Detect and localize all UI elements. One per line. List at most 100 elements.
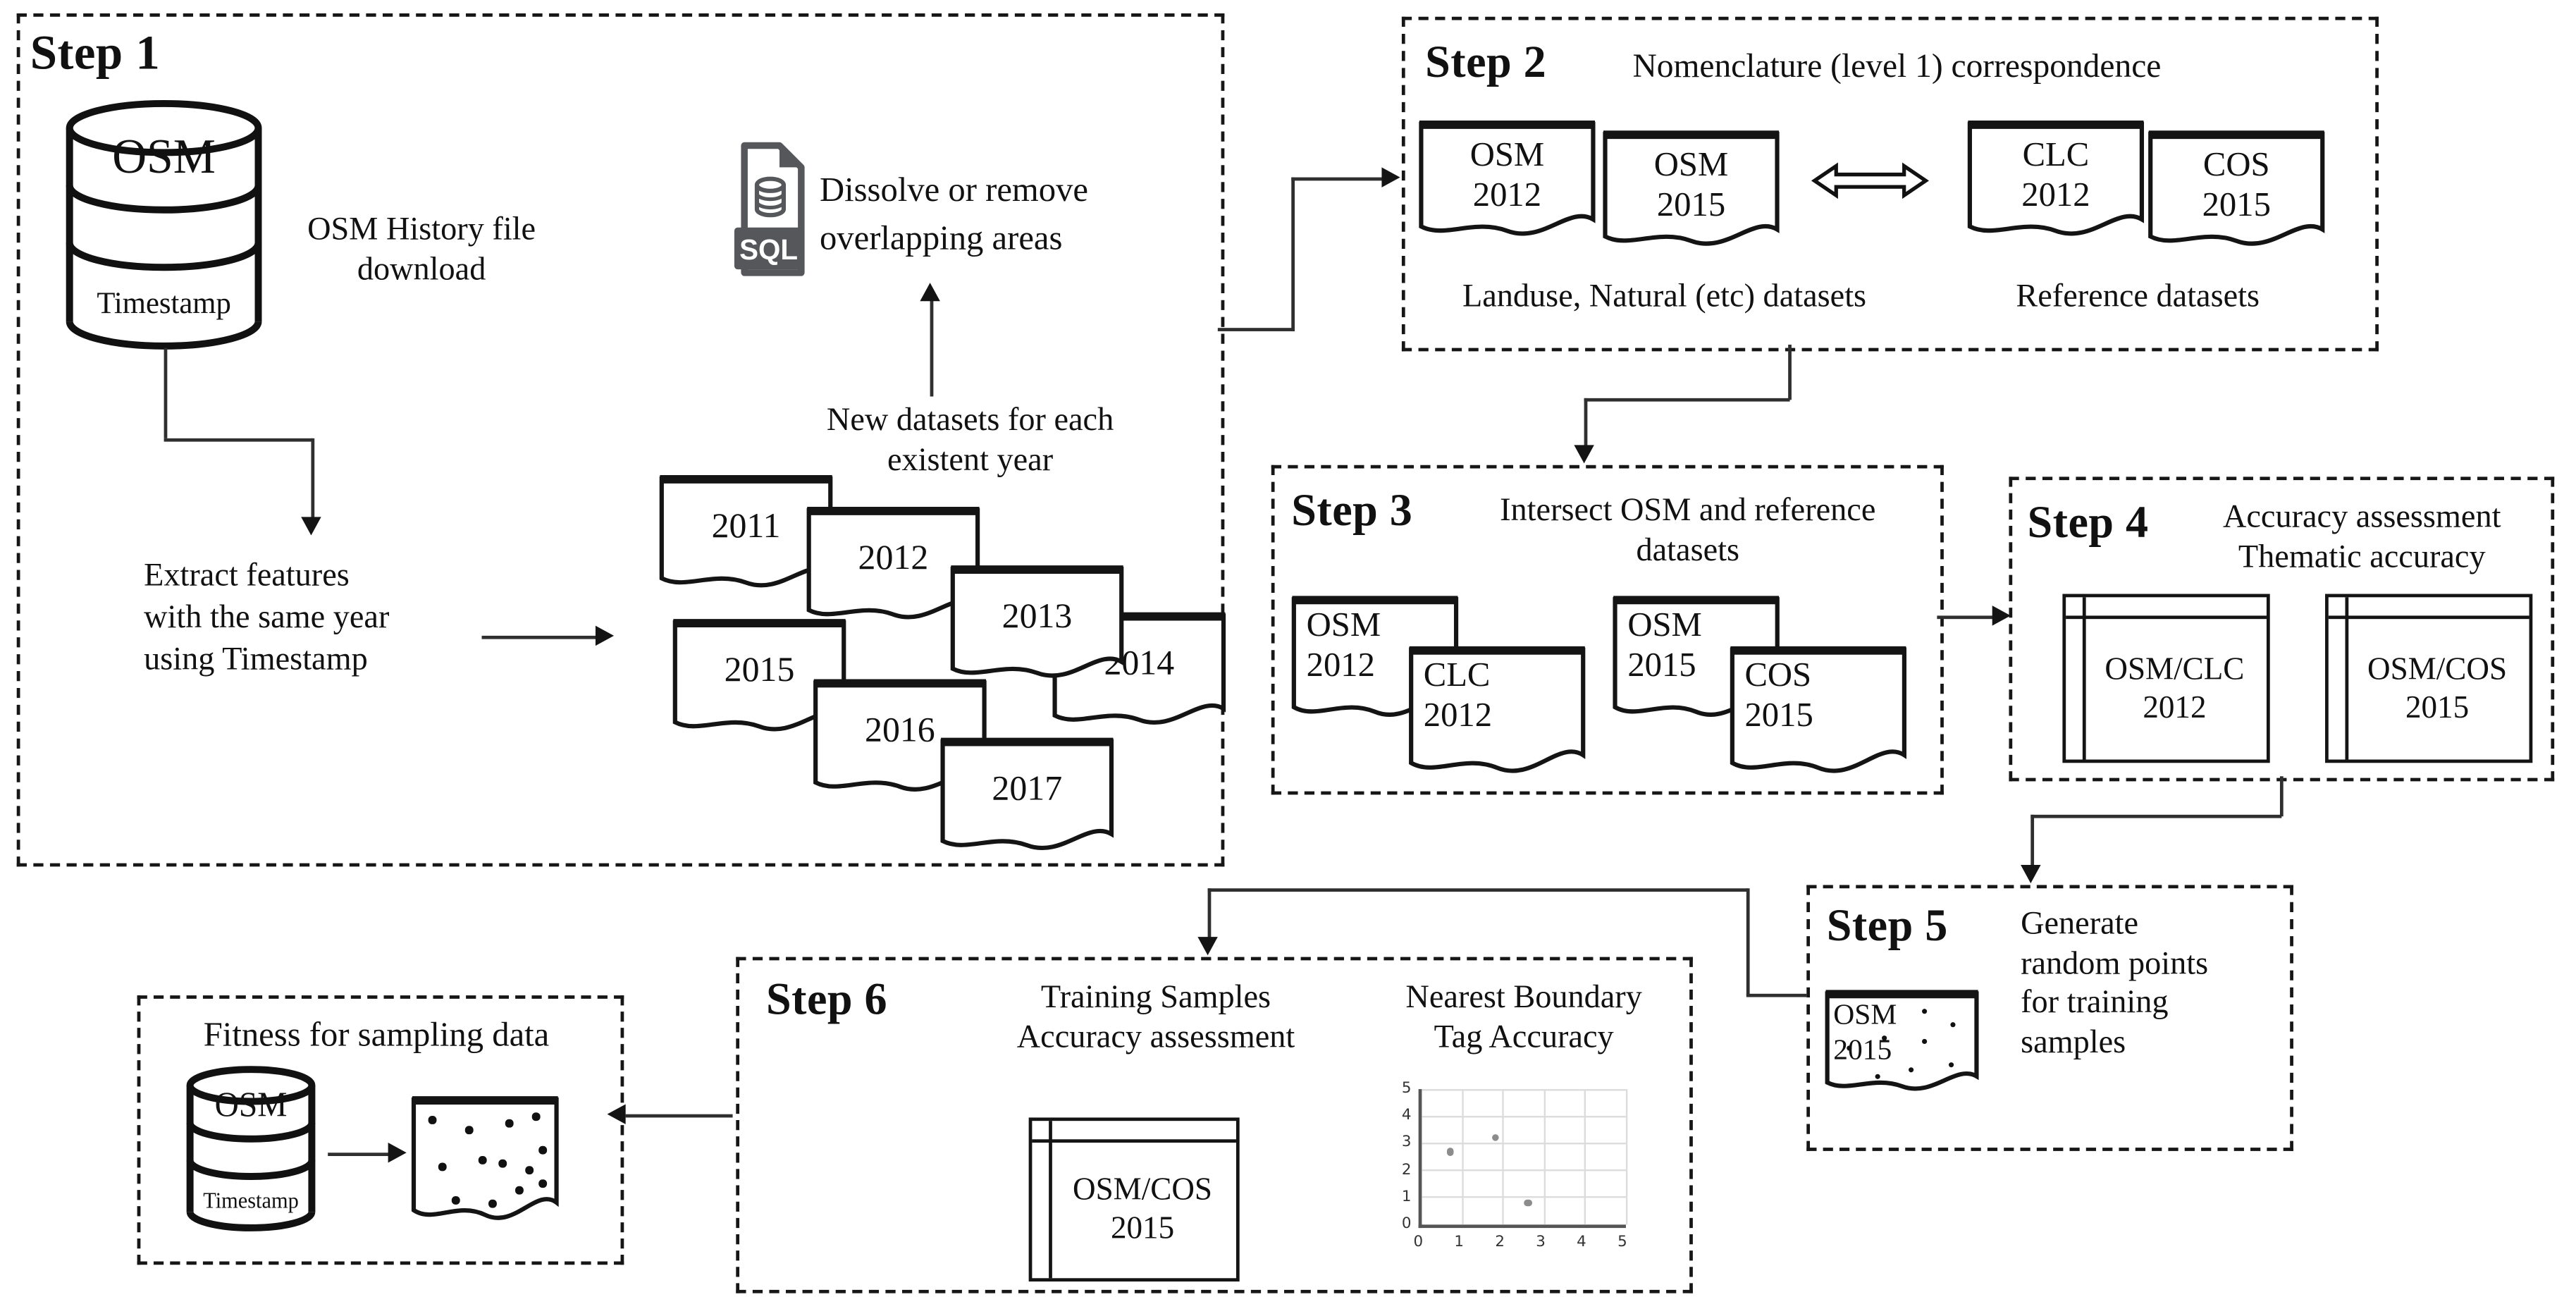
year-file-2017: 2017 [940, 738, 1114, 862]
connector-line [930, 299, 933, 397]
sample-dot [478, 1156, 486, 1164]
connector-line [1937, 615, 1997, 619]
sample-dot [525, 1166, 534, 1174]
arrowhead-down [1574, 445, 1594, 464]
x-tick-label: 4 [1577, 1234, 1586, 1252]
arrowhead-down [301, 517, 321, 536]
x-tick-label: 3 [1536, 1234, 1546, 1252]
connector-line [481, 635, 599, 639]
gridline [1462, 1089, 1464, 1225]
connector-line [328, 1152, 392, 1156]
step6-right-subtitle: Nearest Boundary Tag Accuracy [1405, 980, 1642, 1056]
connector-line [1788, 344, 1792, 400]
scatter-point [1491, 1133, 1500, 1142]
step6-title: Step 6 [766, 973, 888, 1024]
arrowhead-down [2021, 865, 2041, 884]
sample-dot [451, 1195, 460, 1204]
x-tick-label: 1 [1454, 1234, 1465, 1252]
gridline [1422, 1196, 1626, 1199]
connector-line [1291, 177, 1388, 180]
step3-box [1271, 465, 1944, 795]
arrowhead-down [1197, 937, 1218, 956]
connector-line [1746, 993, 1807, 997]
sample-dot [515, 1186, 523, 1194]
y-tick-label: 3 [1401, 1135, 1412, 1152]
y-tick-label: 4 [1401, 1107, 1412, 1125]
x-tick-label: 0 [1413, 1234, 1424, 1252]
sample-dot [438, 1162, 446, 1171]
scatter-point [1446, 1148, 1455, 1155]
table-left-column [2345, 597, 2349, 760]
sample-dot [488, 1199, 496, 1207]
step2-left-caption: Landuse, Natural (etc) datasets [1462, 279, 1867, 315]
arrowhead-up [920, 283, 940, 302]
gridline [1422, 1169, 1626, 1172]
fitness-box [137, 995, 624, 1265]
step4-title: Step 4 [2027, 496, 2149, 548]
connector-line [1584, 398, 1790, 401]
scatter-point [1524, 1199, 1532, 1207]
table-header-row [2328, 615, 2529, 620]
sample-dot [1922, 1009, 1928, 1015]
connector-line [625, 1114, 733, 1117]
connector-line [2030, 814, 2282, 818]
arrowhead-right [1992, 606, 2011, 626]
connector-line [2279, 776, 2283, 817]
sql-icon-label: SQL [739, 233, 798, 266]
connector-line [311, 438, 314, 521]
sample-dot [1909, 1067, 1915, 1074]
step1-title: Step 1 [30, 26, 161, 80]
gridline [1503, 1089, 1505, 1225]
step5-box [1806, 885, 2293, 1151]
arrowhead-right [388, 1143, 407, 1163]
step2-subtitle: Nomenclature (level 1) correspondence [1632, 48, 2162, 86]
history-caption: OSM History file download [307, 212, 536, 288]
sample-dot [428, 1116, 436, 1124]
step2-box [1401, 16, 2379, 352]
osm-db-sublabel: Timestamp [203, 1188, 299, 1213]
step5-subtitle: Generate random points for training samp… [2021, 906, 2209, 1060]
y-tick-label: 1 [1401, 1189, 1412, 1206]
connector-line [1207, 888, 1749, 892]
y-tick-label: 2 [1401, 1162, 1412, 1179]
osm-database-icon: OSM Timestamp [60, 100, 267, 351]
step6-box [736, 957, 1693, 1293]
fitness-title: Fitness for sampling data [203, 1017, 550, 1055]
step4-subtitle: Accuracy assessment Thematic accuracy [2222, 500, 2501, 576]
step5-title: Step 5 [1826, 899, 1948, 951]
gridline [1422, 1115, 1626, 1117]
gridline [1584, 1089, 1586, 1225]
y-tick-label: 5 [1401, 1081, 1412, 1098]
sample-points-page [412, 1096, 559, 1234]
sql-file-icon: SQL [729, 140, 808, 281]
step3-subtitle: Intersect OSM and reference datasets [1500, 493, 1876, 569]
dissolve-caption: Dissolve or remove overlapping areas [819, 172, 1089, 258]
sample-dot [1922, 1038, 1928, 1045]
table-header-row [2066, 615, 2267, 620]
sample-dot [1950, 1022, 1956, 1028]
osm-db-label: OSM [112, 129, 216, 183]
osm-db-label: OSM [215, 1086, 288, 1124]
sample-dot [1882, 1035, 1888, 1042]
year-file-2013: 2013 [950, 565, 1124, 689]
table-left-column [2082, 597, 2086, 760]
gridline [1422, 1142, 1626, 1145]
step1-box [16, 13, 1225, 867]
sample-dot [538, 1179, 547, 1188]
connector-line [1207, 888, 1211, 940]
gridline [1625, 1089, 1627, 1225]
table-left-column [1049, 1121, 1052, 1279]
scatter-plot-area [1418, 1088, 1627, 1229]
arrowhead-right [1381, 167, 1400, 188]
step2-right-caption: Reference datasets [2016, 279, 2260, 315]
sample-dot [464, 1126, 473, 1134]
arrowhead-right [595, 625, 615, 646]
gridline [1543, 1089, 1546, 1225]
